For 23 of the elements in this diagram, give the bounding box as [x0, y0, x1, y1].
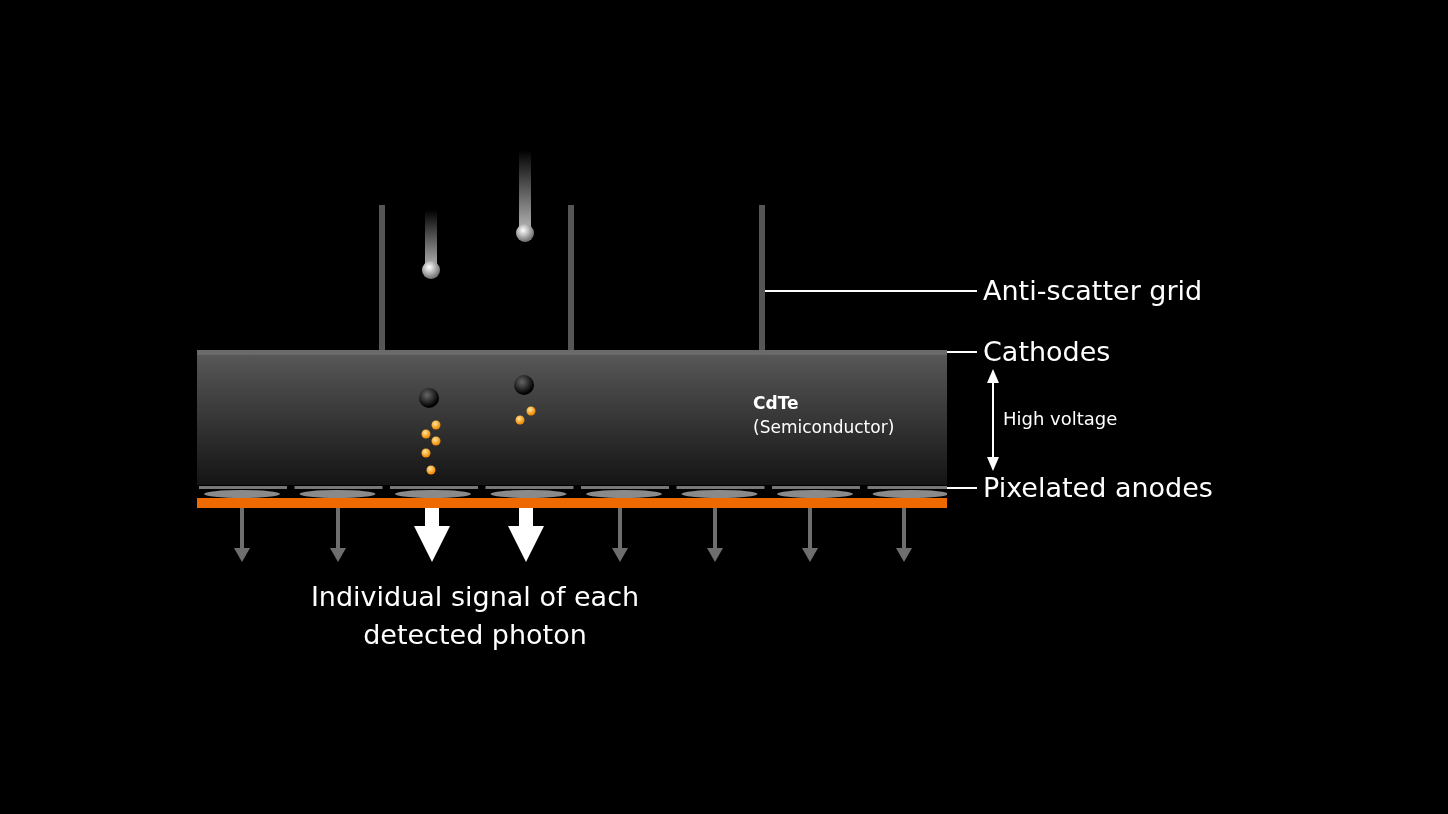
- cathode-layer: [197, 350, 947, 355]
- signal-arrow: [612, 508, 628, 562]
- material-label: CdTe: [753, 393, 799, 413]
- grid-lamella: [759, 205, 765, 351]
- semiconductor-block: [197, 355, 947, 485]
- edge-label: High voltage: [1003, 408, 1118, 429]
- pixelated-anode-strip: [197, 486, 947, 508]
- caption-text: Individual signal of each detected photon: [309, 580, 641, 652]
- part-label: Cathodes: [983, 335, 1123, 369]
- part-label: Anti-scatter grid: [983, 274, 1223, 308]
- leader-line: [946, 351, 978, 353]
- leader-line: [946, 487, 978, 489]
- material-note: (Semiconductor): [753, 417, 895, 437]
- signal-arrow: [802, 508, 818, 562]
- double-arrow: [987, 369, 999, 471]
- signal-arrow: [896, 508, 912, 562]
- signal-arrow: [330, 508, 346, 562]
- signal-arrow: [707, 508, 723, 562]
- signal-arrow: [234, 508, 250, 562]
- signal-arrow: [508, 508, 544, 562]
- signal-arrow: [414, 508, 450, 562]
- part-label: Pixelated anodes: [983, 471, 1233, 505]
- leader-line: [764, 290, 978, 292]
